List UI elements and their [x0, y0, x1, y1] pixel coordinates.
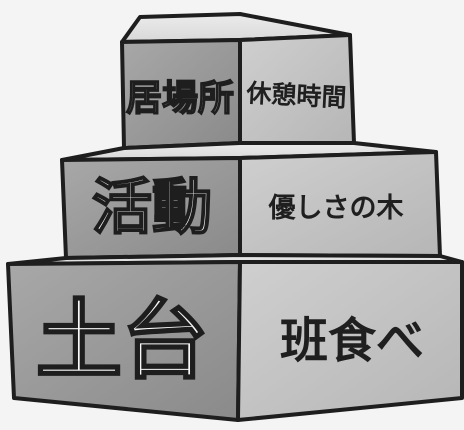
tier-middle-left-label: 活動: [92, 173, 212, 243]
tier-top: 居場所 休憩時間: [120, 12, 356, 150]
tier-middle-right-label: 優しさの木: [268, 193, 404, 224]
tier-bottom-right-face: [236, 260, 464, 422]
tier-bottom-right-label: 班食べ: [280, 313, 424, 369]
tier-top-right-label: 休憩時間: [245, 78, 347, 112]
tier-bottom-left-label: 土台: [36, 291, 208, 391]
tier-top-left-label: 居場所: [126, 78, 234, 119]
tier-bottom: 土台 班食べ: [6, 253, 464, 422]
tier-middle: 活動 優しさの木: [60, 141, 442, 260]
